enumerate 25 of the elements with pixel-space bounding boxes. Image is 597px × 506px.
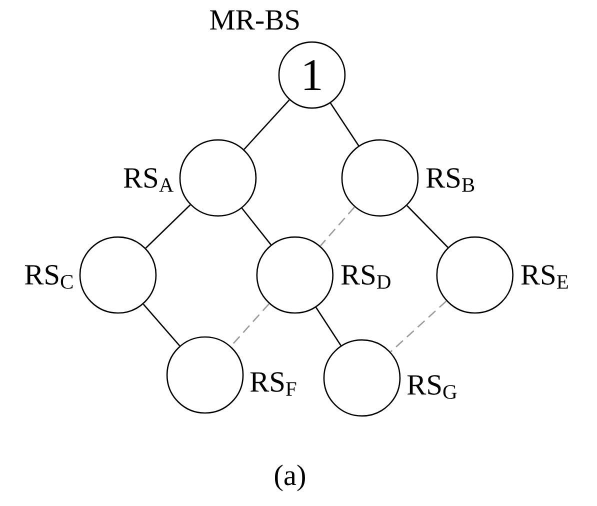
node-circle: [256, 236, 334, 314]
connector-line: [244, 99, 290, 150]
connector-line: [241, 208, 272, 246]
connector-line: [145, 204, 191, 249]
node-circle: [79, 236, 157, 314]
connector-line: [142, 304, 180, 346]
node-label: RS$_{G}$: [407, 375, 457, 399]
node-label: RS$_{B}$: [426, 168, 474, 192]
node-circle: [436, 236, 514, 314]
node-label: MR-BS: [210, 10, 299, 30]
node-label: RS$_{F}$: [250, 372, 296, 396]
node-label: RS$_{A}$: [124, 168, 174, 192]
node-circle: [166, 336, 244, 414]
node-circle: [179, 139, 257, 217]
dashed-line: [390, 300, 447, 352]
dashed-line: [320, 206, 355, 246]
node-label: RS$_{C}$: [25, 265, 73, 289]
caption: (a): [275, 464, 305, 492]
connector-line: [406, 205, 448, 248]
connector-line: [330, 102, 360, 146]
node-label: RS$_{E}$: [521, 265, 568, 289]
connector-line: [315, 307, 342, 346]
node-label: RS$_{D}$: [341, 265, 390, 289]
node-circle: [323, 339, 401, 417]
node-circle: [341, 139, 419, 217]
